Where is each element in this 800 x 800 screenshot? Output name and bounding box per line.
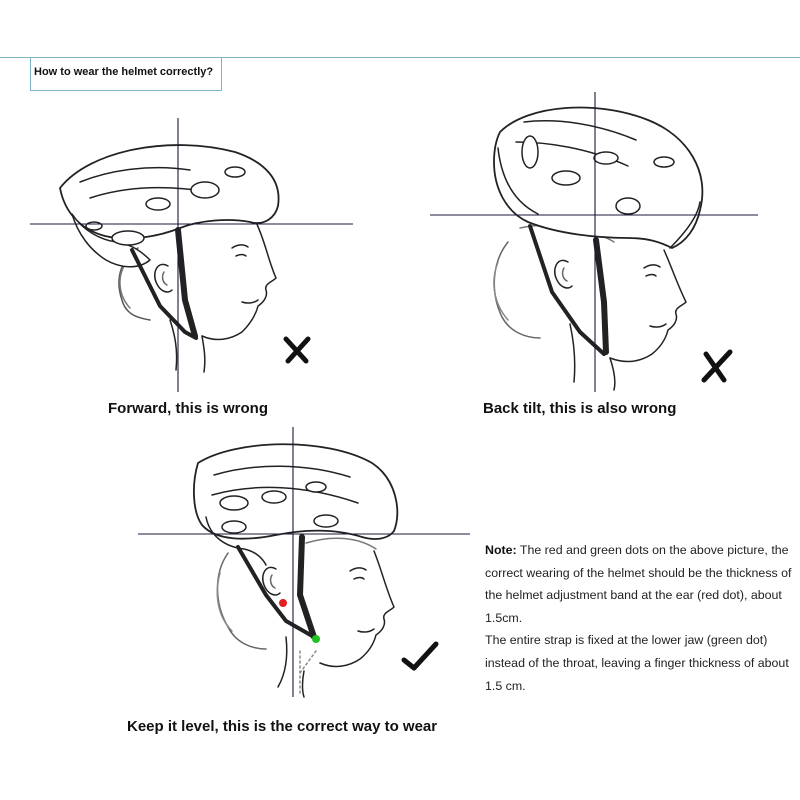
- caption-forward: Forward, this is wrong: [108, 400, 269, 417]
- title-box: How to wear the helmet correctly?: [30, 57, 222, 91]
- caption-level: Keep it level, this is the correct way t…: [127, 718, 438, 735]
- caption-back-tilt: Back tilt, this is also wrong: [483, 400, 677, 417]
- illustration-forward: [30, 118, 353, 392]
- jaw-green-dot: [312, 635, 320, 643]
- wrong-mark-icon-1: [283, 336, 311, 364]
- illustration-level: [138, 427, 470, 698]
- note-block: Note: The red and green dots on the abov…: [485, 539, 797, 697]
- note-text-1: The red and green dots on the above pict…: [485, 543, 792, 625]
- ear-red-dot: [279, 599, 287, 607]
- page-title: How to wear the helmet correctly?: [34, 66, 214, 78]
- top-rule: [0, 57, 800, 58]
- check-mark-icon: [401, 641, 439, 671]
- note-text-2: The entire strap is fixed at the lower j…: [485, 633, 789, 693]
- note-paragraph-1: Note: The red and green dots on the abov…: [485, 539, 797, 629]
- note-paragraph-2: The entire strap is fixed at the lower j…: [485, 629, 797, 697]
- illustration-back-tilt: [430, 92, 758, 392]
- wrong-mark-icon-2: [701, 349, 733, 383]
- note-label: Note:: [485, 543, 517, 557]
